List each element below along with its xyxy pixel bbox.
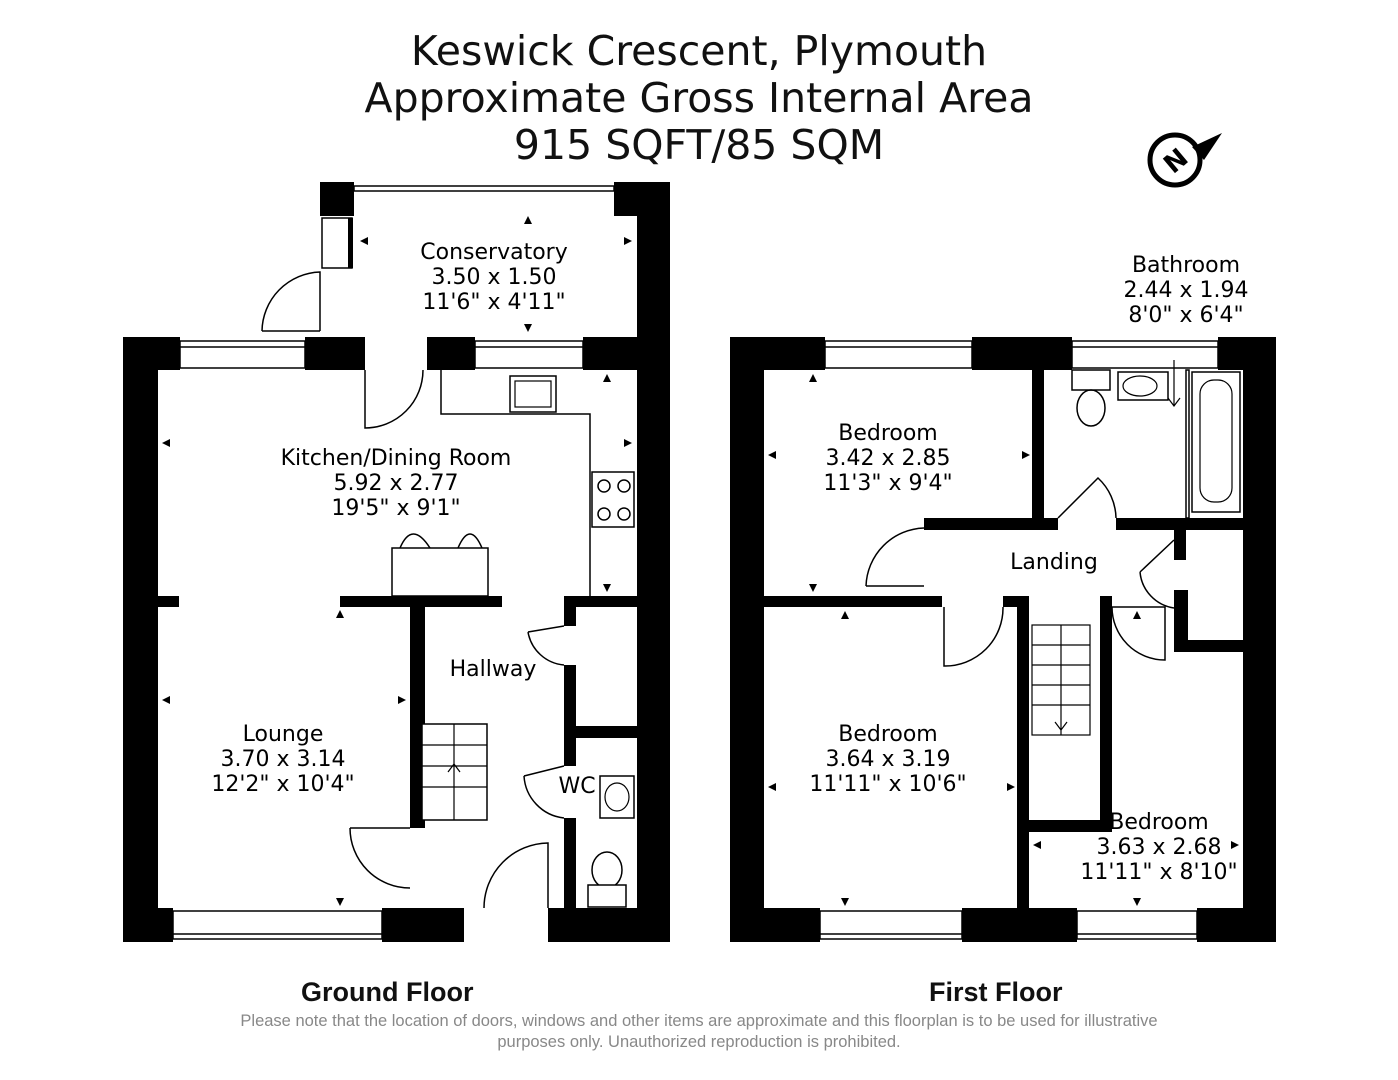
landing-name: Landing <box>1010 550 1098 575</box>
kitchen-name: Kitchen/Dining Room <box>281 446 512 471</box>
area-value: 915 SQFT/85 SQM <box>513 121 885 169</box>
lounge-imperial: 12'2" x 10'4" <box>211 772 354 797</box>
kitchen-metric: 5.92 x 2.77 <box>334 471 459 496</box>
conservatory-name: Conservatory <box>420 240 567 265</box>
bedroom3-metric: 3.63 x 2.68 <box>1097 835 1222 860</box>
area-subtitle: Approximate Gross Internal Area <box>364 74 1034 122</box>
ground-floor-plan <box>123 182 670 942</box>
bedroom1-imperial: 11'3" x 9'4" <box>823 471 952 496</box>
first-floor-plan <box>730 337 1276 942</box>
disclaimer-line1: Please note that the location of doors, … <box>240 1012 1158 1030</box>
kitchen-imperial: 19'5" x 9'1" <box>331 496 460 521</box>
bathroom-imperial: 8'0" x 6'4" <box>1128 303 1243 328</box>
wc-name: WC <box>558 774 595 799</box>
compass-letter: N <box>1158 143 1194 180</box>
disclaimer: Please note that the location of doors, … <box>150 1011 1248 1053</box>
bedroom3-name: Bedroom <box>1109 810 1209 835</box>
lounge-name: Lounge <box>243 722 324 747</box>
bedroom1-metric: 3.42 x 2.85 <box>826 446 951 471</box>
conservatory-metric: 3.50 x 1.50 <box>432 265 557 290</box>
bedroom3-imperial: 11'11" x 8'10" <box>1080 860 1237 885</box>
bedroom2-imperial: 11'11" x 10'6" <box>809 772 966 797</box>
north-arrow-icon: N <box>1147 132 1222 188</box>
bathroom-metric: 2.44 x 1.94 <box>1124 278 1249 303</box>
conservatory-imperial: 11'6" x 4'11" <box>422 290 565 315</box>
lounge-metric: 3.70 x 3.14 <box>221 747 346 772</box>
disclaimer-line2: purposes only. Unauthorized reproduction… <box>497 1033 901 1051</box>
bedroom1-name: Bedroom <box>838 421 938 446</box>
bedroom2-name: Bedroom <box>838 722 938 747</box>
bathroom-name: Bathroom <box>1132 253 1240 278</box>
bedroom2-metric: 3.64 x 3.19 <box>826 747 951 772</box>
hallway-name: Hallway <box>450 657 537 682</box>
plan-title: Keswick Crescent, Plymouth <box>410 27 988 75</box>
ground-floor-label: Ground Floor <box>301 977 474 1007</box>
first-floor-label: First Floor <box>929 977 1063 1007</box>
